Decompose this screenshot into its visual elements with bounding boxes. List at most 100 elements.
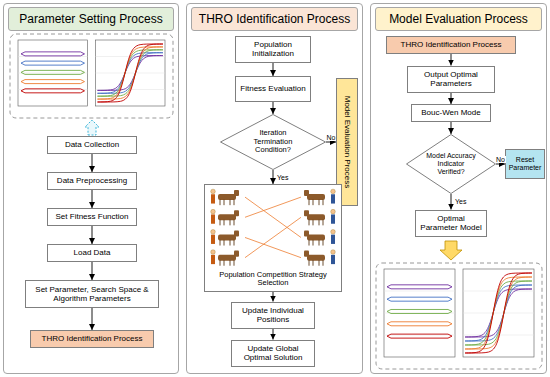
horse-body: [218, 214, 236, 220]
process-box: Data Preprocessing: [47, 172, 137, 190]
horse-leg: [220, 200, 221, 206]
flow-arrow: [451, 122, 452, 134]
edge-label: Yes: [276, 174, 289, 181]
flow-arrow: [496, 164, 505, 165]
horse-leg: [323, 240, 324, 246]
competition-link: [245, 237, 301, 257]
hysteresis-loop: [21, 80, 85, 84]
chart-frame: [10, 34, 173, 118]
panel-header: THRO Identification Process: [191, 7, 358, 31]
competition-link: [245, 197, 301, 237]
process-box: Optimal Parameter Model: [415, 210, 487, 237]
flow-arrow: [92, 190, 93, 208]
horse-leg: [230, 200, 231, 206]
reset-box: Reset Parameter: [505, 149, 545, 179]
box-label: Update Global Optimal Solution: [234, 344, 312, 362]
decision-label: Model Accuracy Indicator Verified?: [424, 152, 478, 176]
box-label: Update Individual Positions: [234, 306, 312, 324]
box-label: Load Data: [74, 248, 111, 257]
process-panel: THRO Identification ProcessPopulation In…: [186, 3, 363, 374]
hysteresis-loop: [387, 309, 452, 313]
horse-leg: [230, 240, 231, 246]
rider-body: [331, 255, 335, 264]
horse-leg: [323, 260, 324, 266]
grid-line: [96, 73, 166, 74]
box-label: Fitness Evaluation: [240, 84, 305, 93]
grid-line: [463, 313, 534, 314]
flow-arrow: [326, 142, 336, 143]
box-label: Optimal Parameter Model: [418, 214, 484, 232]
decision-diamond: Model Accuracy Indicator Verified?: [406, 134, 496, 194]
rider-head: [331, 250, 336, 255]
hysteresis-loop: [387, 334, 452, 338]
horse-head: [234, 251, 239, 257]
hysteresis-loop: [387, 322, 452, 326]
flow-arrow: [273, 63, 274, 77]
rider-body: [331, 194, 335, 203]
decision-text: Iteration Termination Condition?: [243, 129, 303, 155]
horse-leg: [323, 220, 324, 226]
edge-label: No: [326, 134, 337, 141]
box-label: Data Preprocessing: [57, 176, 127, 185]
rider-body: [331, 235, 335, 244]
competition-link: [245, 217, 301, 257]
edge-label: Yes: [454, 198, 467, 205]
process-box: Output Optimal Parameters: [407, 66, 495, 93]
decision-label: Iteration Termination Condition?: [243, 129, 303, 155]
horse-head: [304, 251, 309, 257]
process-box: Load Data: [47, 244, 137, 262]
box-label: Model Evaluation Process: [343, 96, 352, 189]
caption-area: Population Competition Strategy Selectio…: [207, 271, 339, 288]
horse-leg: [319, 240, 320, 246]
rider-head: [211, 230, 216, 235]
process-panel: Parameter Setting ProcessData Collection…: [3, 3, 179, 374]
horse-leg: [319, 220, 320, 226]
flow-arrow: [92, 308, 93, 330]
hysteresis-loop: [21, 89, 85, 93]
horse-body: [218, 255, 236, 261]
grid-line: [384, 335, 455, 336]
horse-leg: [319, 260, 320, 266]
rider-head: [331, 230, 336, 235]
horse-body: [307, 255, 325, 261]
horse-leg: [230, 260, 231, 266]
horse-head: [234, 190, 239, 196]
horse-head: [234, 230, 239, 236]
horse-leg: [323, 200, 324, 206]
diamond-shape: [407, 135, 496, 194]
hysteresis-loop: [387, 297, 452, 301]
flow-arrow: [451, 93, 452, 105]
horse-leg: [220, 220, 221, 226]
decision-diamond: Iteration Termination Condition?: [220, 114, 326, 170]
horse-leg: [309, 260, 310, 266]
box-label: THRO Identification Process: [42, 334, 143, 343]
hysteresis-loop: [387, 285, 452, 289]
competition-illustration: [207, 187, 339, 268]
hysteresis-loop: [21, 52, 85, 56]
horse-body: [307, 214, 325, 220]
horse-head: [304, 210, 309, 216]
hysteresis-loop: [21, 70, 85, 74]
horse-head: [304, 230, 309, 236]
rider-body: [211, 214, 215, 223]
flow-arrow: [273, 170, 274, 184]
flow-arrow: [273, 102, 274, 114]
panel-header: Model Evaluation Process: [375, 7, 542, 31]
horse-leg: [313, 200, 314, 206]
plot-area: [384, 269, 455, 357]
rider-body: [331, 214, 335, 223]
horse-leg: [234, 220, 235, 226]
horse-leg: [309, 200, 310, 206]
horse-leg: [224, 260, 225, 266]
force-curve: [98, 44, 164, 102]
horse-head: [304, 190, 309, 196]
flow-arrow: [451, 194, 452, 210]
diamond-shape: [221, 115, 326, 170]
box-label: Set Fitness Function: [56, 212, 129, 221]
horse-leg: [224, 220, 225, 226]
horse-leg: [319, 200, 320, 206]
rider-body: [211, 235, 215, 244]
horse-body: [307, 194, 325, 200]
grid-line: [384, 291, 455, 292]
